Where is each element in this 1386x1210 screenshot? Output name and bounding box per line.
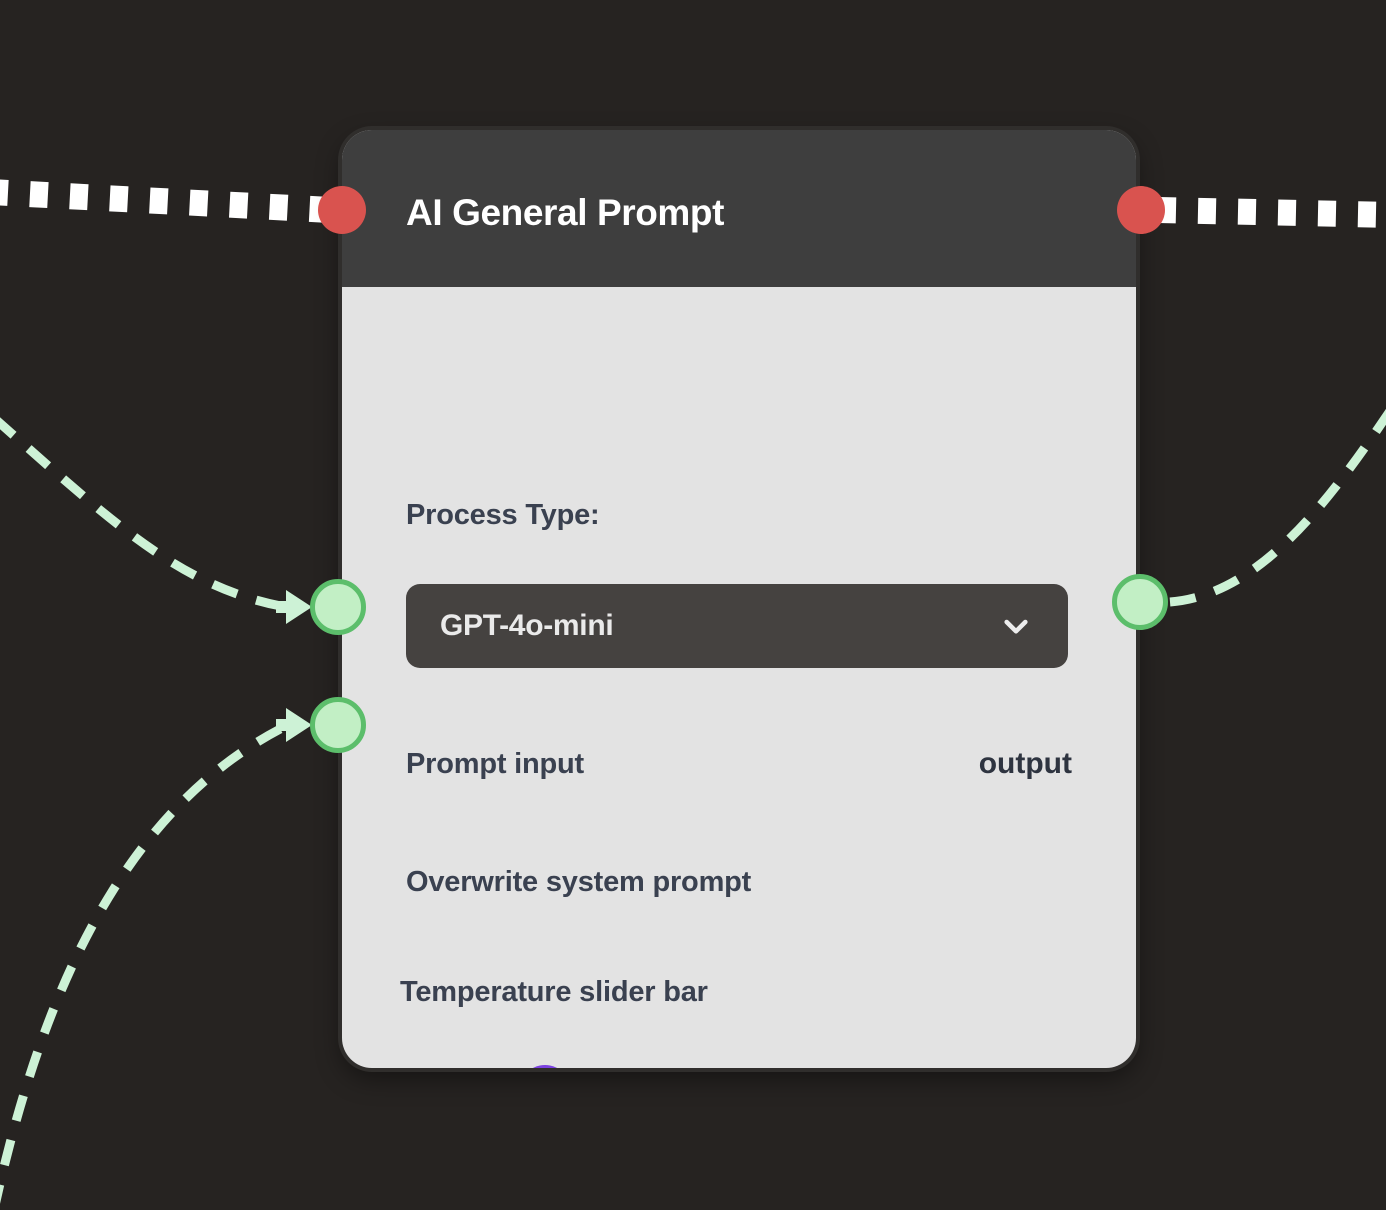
process-type-dropdown[interactable]: GPT-4o-mini [406,584,1068,668]
input-label-overwrite-system-prompt: Overwrite system prompt [406,865,752,898]
data-edge-prompt-input-arrow-stem [276,601,290,613]
data-edge-prompt-input [0,417,287,612]
input-port-overwrite-system-prompt[interactable] [310,697,366,753]
output-label: output [978,747,1072,780]
node-title: AI General Prompt [406,192,725,233]
output-row: output [979,736,1072,792]
chevron-down-icon[interactable] [1000,610,1032,642]
flow-input-port[interactable] [318,186,366,234]
flow-edge-left [0,179,331,223]
data-edge-prompt-input-arrow [286,590,312,624]
data-edge-overwrite [0,721,289,1204]
process-type-selected-value: GPT-4o-mini [440,609,614,642]
data-edge-output [1169,408,1386,607]
node-card[interactable]: AI General Prompt Process Type: GPT-4o-m… [342,130,1136,1068]
data-edge-overwrite-arrow [286,708,312,742]
input-port-prompt-input[interactable] [310,579,366,635]
input-row-overwrite-system-prompt: Overwrite system prompt [406,854,751,910]
input-label-prompt-input: Prompt input [406,747,585,780]
input-row-prompt-input: Prompt input [406,736,584,792]
data-edge-overwrite-arrow-stem [276,719,290,731]
node-header[interactable]: AI General Prompt [342,130,1136,287]
flow-edge-right [1157,197,1386,228]
flow-output-port[interactable] [1117,186,1165,234]
node-body: Process Type: GPT-4o-mini Prompt input O… [342,287,1136,1068]
output-port-output[interactable] [1112,574,1168,630]
temperature-label: Temperature slider bar [400,976,708,1008]
process-type-label: Process Type: [406,499,600,531]
